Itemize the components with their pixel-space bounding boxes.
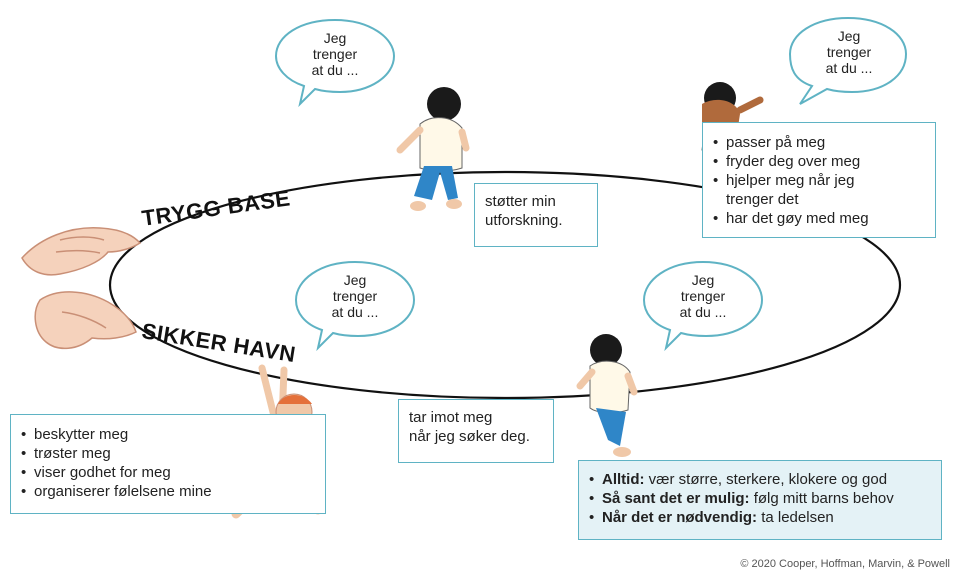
bubble-line: at du ...: [311, 62, 359, 78]
guidance-text: vær større, sterkere, klokere og god: [644, 471, 888, 488]
bubble-line: trenger: [826, 44, 872, 60]
speech-bubble-1: [274, 18, 396, 108]
guidance-item: Alltid: vær større, sterkere, klokere og…: [589, 470, 931, 489]
bubble-line: at du ...: [679, 304, 727, 320]
speech-bubble-1-text: Jeg trenger at du ...: [300, 30, 370, 78]
guidance-item: Så sant det er mulig: følg mitt barns be…: [589, 489, 931, 508]
list-item: viser godhet for meg: [21, 463, 315, 482]
bubble-line: Jeg: [323, 30, 347, 46]
bubble-line: at du ...: [331, 304, 379, 320]
guidance-text: ta ledelsen: [757, 509, 834, 526]
toddler-walking-top-icon: [396, 87, 470, 211]
guidance-item: Når det er nødvendig: ta ledelsen: [589, 508, 931, 527]
toddler-running-icon: [576, 334, 638, 457]
list-item: har det gøy med meg: [713, 209, 925, 228]
box-line: støtter min: [485, 193, 556, 210]
guidance-term: Så sant det er mulig:: [602, 490, 750, 507]
copyright-notice: © 2020 Cooper, Hoffman, Marvin, & Powell: [740, 558, 950, 570]
list-item: beskytter meg: [21, 425, 315, 444]
bubble-line: trenger: [312, 46, 358, 62]
circle-loop: [108, 170, 902, 400]
bottom-right-guidance-list: Alltid: vær større, sterkere, klokere og…: [578, 460, 942, 540]
speech-bubble-3: [294, 260, 416, 352]
speech-bubble-4: [642, 260, 764, 352]
lower-hand-icon: [34, 291, 137, 350]
box-line: når jeg søker deg.: [409, 428, 530, 445]
list-item: fryder deg over meg: [713, 152, 925, 171]
bubble-line: trenger: [332, 288, 378, 304]
list-item: organiserer følelsene mine: [21, 482, 315, 501]
box-line: tar imot meg: [409, 409, 493, 426]
bubble-line: Jeg: [837, 28, 861, 44]
top-right-needs-list: passer på meg fryder deg over meg hjelpe…: [702, 122, 936, 238]
welcome-coming-box: tar imot meg når jeg søker deg.: [398, 399, 554, 463]
bottom-left-needs-list: beskytter meg trøster meg viser godhet f…: [10, 414, 326, 514]
guidance-text: følg mitt barns behov: [749, 490, 894, 507]
bubble-line: Jeg: [343, 272, 367, 288]
speech-bubble-4-text: Jeg trenger at du ...: [668, 272, 738, 320]
speech-bubble-2: [788, 16, 908, 105]
list-item: hjelper meg når jeg: [713, 171, 925, 190]
list-item-continued: trenger det: [726, 191, 799, 208]
bubble-line: Jeg: [691, 272, 715, 288]
upper-hand-icon: [21, 227, 142, 276]
support-exploration-box: støtter min utforskning.: [474, 183, 598, 247]
speech-bubble-3-text: Jeg trenger at du ...: [320, 272, 390, 320]
box-line: utforskning.: [485, 212, 563, 229]
bubble-line: trenger: [680, 288, 726, 304]
guidance-term: Alltid:: [602, 471, 645, 488]
list-item: passer på meg: [713, 133, 925, 152]
list-item: trøster meg: [21, 444, 315, 463]
guidance-term: Når det er nødvendig:: [602, 509, 758, 526]
bubble-line: at du ...: [825, 60, 873, 76]
speech-bubble-2-text: Jeg trenger at du ...: [814, 28, 884, 76]
